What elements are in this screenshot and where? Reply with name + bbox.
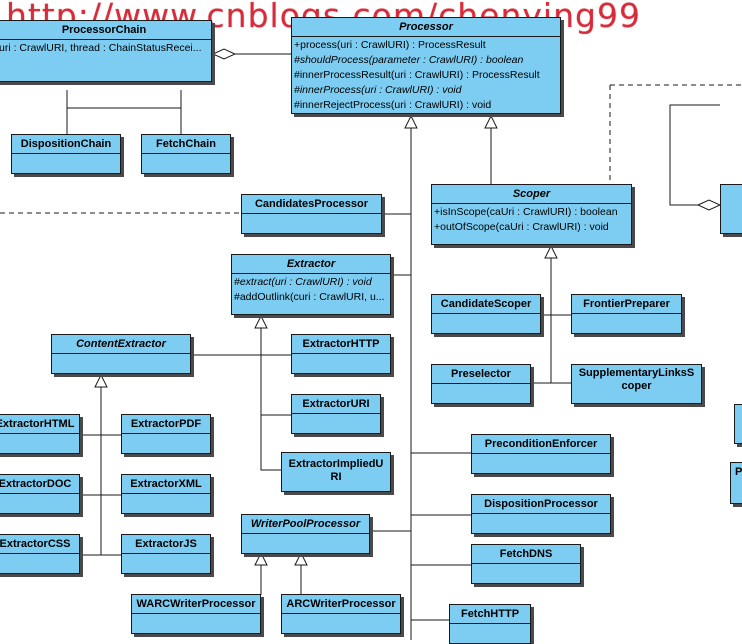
right-agg-diamond <box>696 199 722 211</box>
class-candidatescoper[interactable]: CandidateScoper <box>431 294 541 334</box>
dashed-boundary-right <box>609 84 742 185</box>
class-name: Processor <box>399 21 453 33</box>
operation: #innerProcess(uri : CrawlURI) : void <box>294 84 462 96</box>
operation: +isInScope(caUri : CrawlURI) : boolean <box>434 206 618 218</box>
operation: #addOutlink(curi : CrawlURI, u... <box>234 291 385 303</box>
class-extractor[interactable]: Extractor #extract(uri : CrawlURI) : voi… <box>231 254 391 315</box>
class-name-line2: RI <box>330 471 342 483</box>
class-fetchhttp[interactable]: FetchHTTP <box>449 604 531 644</box>
class-name-line1: SupplementaryLinksS <box>578 367 695 379</box>
class-extractorhtml[interactable]: ExtractorHTML <box>0 414 80 454</box>
class-extractoruri[interactable]: ExtractorURI <box>291 394 381 434</box>
class-name: FrontierPreparer <box>583 298 670 310</box>
operation: #innerProcessResult(uri : CrawlURI) : Pr… <box>294 69 540 81</box>
class-fetchdns[interactable]: FetchDNS <box>471 544 581 584</box>
class-name: FetchHTTP <box>460 608 520 620</box>
class-name: ProcessorChain <box>61 24 147 36</box>
class-extractorjs[interactable]: ExtractorJS <box>121 534 211 574</box>
class-name: ExtractorDOC <box>0 478 72 490</box>
class-name: ExtractorURI <box>302 398 370 410</box>
class-name: ContentExtractor <box>76 338 166 350</box>
class-name: CandidateScoper <box>440 298 532 310</box>
gen-arc-arrow <box>294 551 308 566</box>
gen-extractor-arrow <box>254 314 268 329</box>
class-partial-right-bottom[interactable]: P <box>730 462 742 504</box>
class-name: ExtractorXML <box>130 478 202 490</box>
class-name: ExtractorJS <box>135 538 197 550</box>
class-name: ARCWriterProcessor <box>286 598 396 610</box>
gen-content-arrow <box>94 373 108 388</box>
operation: #shouldProcess(parameter : CrawlURI) : b… <box>294 54 524 66</box>
class-name: FetchChain <box>156 138 216 150</box>
class-partial-right-mid[interactable] <box>734 404 742 444</box>
class-extractorxml[interactable]: ExtractorXML <box>121 474 211 514</box>
operation: uri : CrawlURI, thread : ChainStatusRece… <box>0 42 202 54</box>
class-arcwriterprocessor[interactable]: ARCWriterProcessor <box>281 594 401 634</box>
class-contentextractor[interactable]: ContentExtractor <box>51 334 191 374</box>
class-extractorimplieduri[interactable]: ExtractorImpliedU RI <box>281 452 391 492</box>
class-name: PreconditionEnforcer <box>484 438 598 450</box>
class-name: ExtractorPDF <box>130 418 202 430</box>
class-warcwriterprocessor[interactable]: WARCWriterProcessor <box>131 594 261 634</box>
class-name-line2: coper <box>621 380 652 392</box>
class-name: ExtractorHTML <box>0 418 75 430</box>
gen-scoper-arrow <box>484 114 498 129</box>
class-dispositionprocessor[interactable]: DispositionProcessor <box>471 494 611 534</box>
operation: #innerRejectProcess(uri : CrawlURI) : vo… <box>294 99 492 111</box>
class-name: ExtractorCSS <box>0 538 71 550</box>
class-extractorpdf[interactable]: ExtractorPDF <box>121 414 211 454</box>
gen-scoper-sub-arrow <box>544 244 558 259</box>
class-partial-right-top[interactable] <box>720 184 742 234</box>
class-name: Preselector <box>451 368 511 380</box>
operation: #extract(uri : CrawlURI) : void <box>234 276 372 288</box>
right-frame <box>669 104 720 206</box>
operation: +outOfScope(caUri : CrawlURI) : void <box>434 221 609 233</box>
class-name: ExtractorHTTP <box>302 338 380 350</box>
class-supplementarylinksscoper[interactable]: SupplementaryLinksS coper <box>571 364 702 404</box>
class-name: DispositionProcessor <box>484 498 598 510</box>
class-name: P <box>735 466 742 478</box>
operation: +process(uri : CrawlURI) : ProcessResult <box>294 39 486 51</box>
class-preselector[interactable]: Preselector <box>431 364 531 404</box>
class-writerpoolprocessor[interactable]: WriterPoolProcessor <box>241 514 370 554</box>
class-dispositionchain[interactable]: DispositionChain <box>11 134 121 174</box>
class-candidatesprocessor[interactable]: CandidatesProcessor <box>241 194 382 234</box>
class-extractorcss[interactable]: ExtractorCSS <box>0 534 80 574</box>
class-name: Scoper <box>512 188 551 200</box>
class-name: Extractor <box>286 258 336 270</box>
class-extractordoc[interactable]: ExtractorDOC <box>0 474 80 514</box>
class-preconditionenforcer[interactable]: PreconditionEnforcer <box>471 434 611 474</box>
class-name: FetchDNS <box>499 548 553 560</box>
class-name: WriterPoolProcessor <box>250 518 361 530</box>
class-frontierpreparer[interactable]: FrontierPreparer <box>571 294 682 334</box>
class-name: CandidatesProcessor <box>254 198 369 210</box>
class-name-line1: ExtractorImpliedU <box>288 458 384 470</box>
gen-trunk-arrow <box>404 114 418 129</box>
class-processorchain[interactable]: ProcessorChain uri : CrawlURI, thread : … <box>0 20 212 82</box>
gen-warc-arrow <box>254 551 268 566</box>
class-extractorhttp[interactable]: ExtractorHTTP <box>291 334 391 374</box>
class-processor[interactable]: Processor +process(uri : CrawlURI) : Pro… <box>291 17 561 114</box>
class-name: WARCWriterProcessor <box>136 598 256 610</box>
class-fetchchain[interactable]: FetchChain <box>141 134 231 174</box>
gen-extractor-trunk <box>260 328 291 471</box>
class-scoper[interactable]: Scoper +isInScope(caUri : CrawlURI) : bo… <box>431 184 632 245</box>
agg-diamond <box>211 48 237 60</box>
gen-dispositionchain <box>66 90 182 134</box>
class-name: DispositionChain <box>20 138 112 150</box>
